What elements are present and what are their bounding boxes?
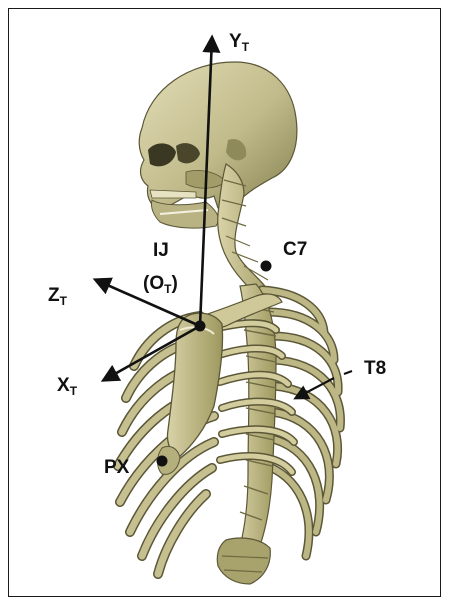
- ij-label: IJ: [153, 241, 169, 260]
- ij-point: [195, 321, 206, 332]
- c7-label: C7: [283, 240, 307, 259]
- c7-point: [261, 261, 272, 272]
- x-axis-label: XT: [57, 376, 77, 397]
- y-axis-label: YT: [229, 32, 249, 53]
- z-axis-label: ZT: [48, 286, 67, 307]
- px-point: [157, 456, 168, 467]
- skull: [139, 62, 297, 228]
- t8-label: T8: [364, 359, 386, 378]
- origin-label: (OT): [143, 274, 178, 295]
- px-label: PX: [104, 458, 129, 477]
